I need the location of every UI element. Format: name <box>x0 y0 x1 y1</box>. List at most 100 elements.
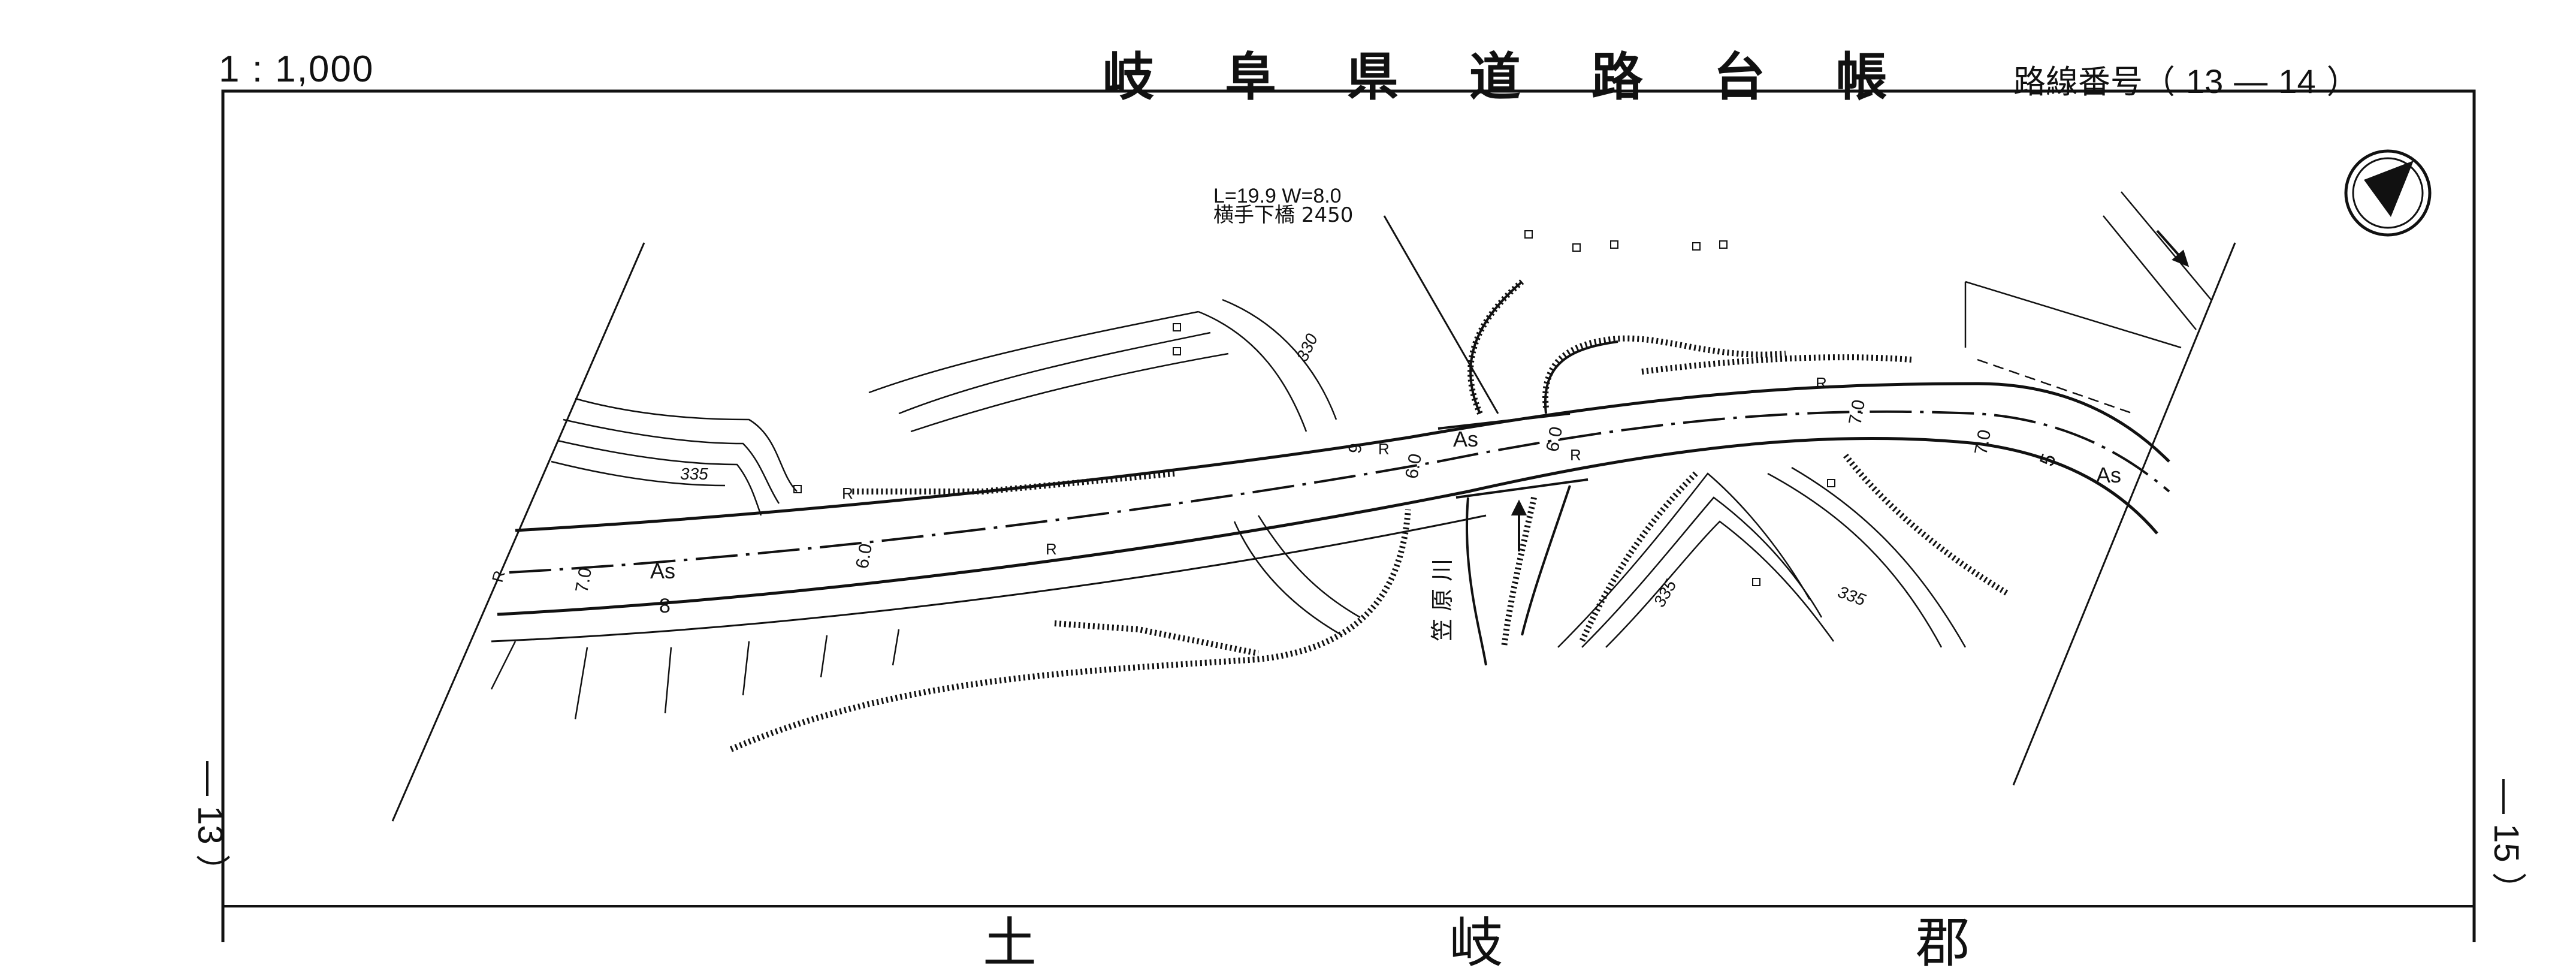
river-flow-arrow-icon <box>1511 499 1527 551</box>
marker <box>793 485 802 493</box>
contour <box>1791 466 1967 648</box>
bridge-rail-south <box>1455 478 1589 499</box>
bridge-dimensions: L=19.9 W=8.0 <box>1213 185 1342 207</box>
contour <box>1605 520 1835 648</box>
contour-elevation-label: 330 <box>1292 331 1321 364</box>
road-width-label: 6.0 <box>1542 425 1566 453</box>
contour <box>551 460 726 487</box>
district-label: 土 岐 郡 <box>983 912 2168 975</box>
road <box>491 382 2170 643</box>
sheet-header: 1 : 1,000 岐 阜 県 道 路 台 帳 路線番号（ 13 — 14 ） <box>0 0 2576 107</box>
road-width-label: 6.0 <box>852 542 876 570</box>
adjacent-sheet-right: — 15 ） <box>2487 779 2526 907</box>
marker <box>1524 230 1533 239</box>
road-centerline <box>509 410 2170 574</box>
river-bank-west <box>1466 497 1487 666</box>
contour <box>910 352 1229 433</box>
sheet-boundary-right <box>2012 242 2236 786</box>
route-number-label: 路線番号（ <box>2013 63 2175 101</box>
contour-elevation-label: 335 <box>680 465 708 483</box>
adjacent-sheet-left: — 13 ） <box>191 761 229 889</box>
marker <box>1610 240 1618 249</box>
map-text: L=19.9 W=8.0 横手下橋 2450 As As As R R R R … <box>488 185 2121 641</box>
retaining-wall-h <box>1641 354 1912 375</box>
route-number-to: 14 <box>2278 62 2316 100</box>
river-bank-east <box>1521 485 1571 636</box>
contours <box>551 298 1967 648</box>
bridge-leader-line <box>1383 215 1499 414</box>
road-r-label: R <box>1046 540 1057 558</box>
contour <box>1222 298 1337 420</box>
contour-elevation-label: 335 <box>1650 577 1680 610</box>
road-shoulder-south <box>491 514 1487 643</box>
contour <box>1198 310 1307 432</box>
retaining-wall-f <box>1843 453 2009 596</box>
north-arrow-icon <box>2344 149 2432 237</box>
retaining-wall-b <box>1054 620 1259 656</box>
tick <box>742 641 750 696</box>
north-arrow-needle <box>2364 161 2414 217</box>
tick <box>574 647 588 720</box>
retaining-wall-c <box>1467 279 1524 415</box>
surface-label: As <box>650 559 675 583</box>
inset-line <box>1965 281 2182 349</box>
embankment-ticks <box>490 629 900 720</box>
contour <box>557 439 762 516</box>
road-width-label: 7.0 <box>1971 428 1995 456</box>
road-width-label: 7.0 <box>572 566 596 594</box>
contour <box>1767 472 1943 648</box>
adjacent-sheet-inset <box>1964 191 2212 415</box>
road-width-label: 6.0 <box>1402 452 1426 480</box>
bridge-rail-north <box>1438 412 1571 430</box>
marker <box>1719 240 1728 249</box>
retaining-wall-d <box>1542 335 1786 408</box>
marker <box>1572 243 1581 252</box>
route-number: 路線番号（ 13 — 14 ） <box>2013 55 2359 102</box>
road-width-label: 8 <box>659 595 671 617</box>
tick <box>664 647 672 714</box>
river-bank-upper-east <box>1544 340 1618 414</box>
sheet-boundary-left <box>391 242 645 822</box>
tick <box>490 641 517 690</box>
contour <box>1557 472 1811 648</box>
retaining-wall-g <box>1579 471 1698 643</box>
bridge-structure <box>1438 412 1589 499</box>
road-r-label: R <box>1816 374 1827 392</box>
road-edge-south <box>497 436 2158 616</box>
marker <box>1752 578 1760 586</box>
contour <box>1233 521 1343 637</box>
road-width-label: 5 <box>2036 451 2061 469</box>
utility-markers <box>793 230 1835 586</box>
road-width-label: 7.0 <box>1845 398 1869 426</box>
river-bank-upper-west <box>1469 281 1523 414</box>
contour <box>868 310 1199 394</box>
inset-line <box>2121 191 2212 300</box>
road-r-label: R <box>1378 440 1390 458</box>
marker <box>1173 347 1181 355</box>
river-arrow-head <box>1511 499 1527 515</box>
road-width-label: 9 <box>1345 442 1366 455</box>
route-number-close: ） <box>2326 63 2359 101</box>
route-number-dash: — <box>2234 62 2268 100</box>
flow-arrow-icon <box>2156 230 2190 267</box>
surface-label: As <box>1453 427 1478 451</box>
contour <box>1257 515 1361 619</box>
road-r-label: R <box>488 569 509 584</box>
contour-elevation-label: 335 <box>1835 583 1868 610</box>
flow-arrow-shaft <box>2156 230 2182 259</box>
flow-arrow-head <box>2172 249 2190 267</box>
bridge-name: 横手下橋 2450 <box>1213 203 1353 227</box>
north-arrow-inner <box>2352 157 2424 229</box>
inset-line <box>2103 215 2197 330</box>
inset-line <box>1977 358 2134 415</box>
map-frame <box>221 89 2476 942</box>
surface-label: As <box>2096 463 2121 487</box>
tick <box>820 635 828 678</box>
tick <box>892 629 900 666</box>
road-r-label: R <box>842 484 853 502</box>
retaining-walls <box>730 279 2009 752</box>
road-r-label: R <box>1570 446 1581 464</box>
north-arrow-outer <box>2344 149 2432 237</box>
contour <box>575 397 798 492</box>
contour <box>563 418 780 504</box>
